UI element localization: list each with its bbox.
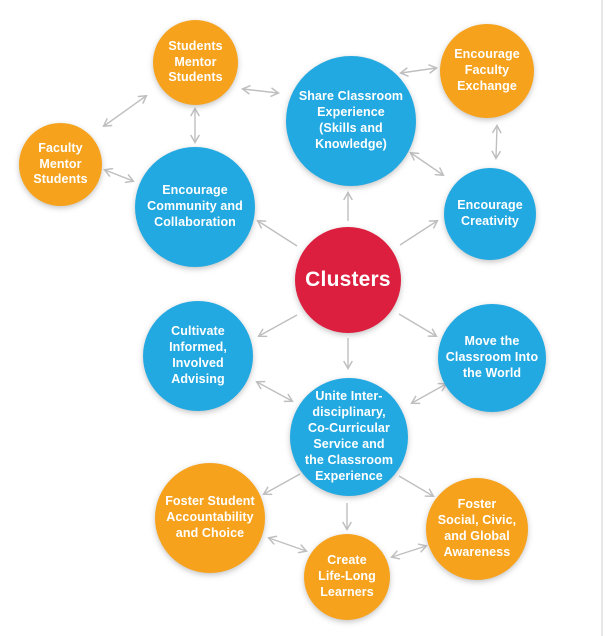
node-label: Encourage Creativity	[457, 198, 523, 228]
node-encourage-creativity: Encourage Creativity	[444, 168, 536, 260]
arrow-clusters-creativity	[399, 221, 437, 246]
node-encourage-community-and-collaboration: Encourage Community and Collaboration	[135, 147, 255, 267]
node-label: Faculty Mentor Students	[33, 140, 88, 187]
node-foster-student-accountability-and-choice: Foster Student Accountability and Choice	[155, 463, 265, 573]
node-students-mentor-students: Students Mentor Students	[153, 20, 238, 105]
arrow-share-creativity	[411, 153, 443, 175]
arrow-create-foster-social	[392, 546, 426, 557]
node-clusters-center: Clusters	[295, 227, 401, 333]
node-faculty-mentor-students: Faculty Mentor Students	[19, 123, 102, 206]
arrow-cultivate-unite	[257, 382, 292, 401]
node-encourage-faculty-exchange: Encourage Faculty Exchange	[440, 24, 534, 118]
arrow-unite-foster-social	[398, 475, 433, 496]
arrow-clusters-community	[258, 221, 298, 247]
node-label: Foster Social, Civic, and Global Awarene…	[437, 497, 517, 559]
arrow-share-faculty-exchange	[401, 68, 436, 73]
node-label: Create Life-Long Learners	[318, 553, 376, 599]
arrow-foster-student-create	[269, 538, 306, 551]
node-cultivate-informed-involved-advising: Cultivate Informed, Involved Advising	[143, 301, 253, 411]
arrow-unite-foster-student	[264, 473, 301, 494]
arrow-faculty-mentor-students-mentor	[104, 96, 146, 126]
node-label: Share Classroom Experience (Skills and K…	[298, 89, 404, 151]
arrow-unite-move	[412, 384, 446, 403]
node-foster-social-civic-and-global-awareness: Foster Social, Civic, and Global Awarene…	[426, 478, 528, 580]
node-label: Clusters	[305, 267, 391, 291]
node-label: Encourage Community and Collaboration	[147, 183, 243, 229]
node-create-life-long-learners: Create Life-Long Learners	[304, 534, 390, 620]
arrow-students-mentor-share	[243, 89, 278, 93]
node-unite-interdisciplinary-co-curricular: Unite Inter- disciplinary, Co-Curricular…	[290, 378, 408, 496]
node-move-the-classroom-into-the-world: Move the Classroom Into the World	[438, 304, 546, 412]
node-label: Unite Inter- disciplinary, Co-Curricular…	[304, 389, 394, 483]
arrow-clusters-move	[398, 313, 436, 336]
arrow-clusters-cultivate	[259, 314, 298, 336]
node-label: Cultivate Informed, Involved Advising	[169, 324, 227, 386]
right-edge-divider	[601, 0, 603, 636]
arrow-faculty-exchange-creativity	[496, 126, 497, 158]
node-label: Students Mentor Students	[168, 38, 223, 85]
node-share-classroom-experience: Share Classroom Experience (Skills and K…	[286, 56, 416, 186]
node-label: Move the Classroom Into the World	[445, 334, 539, 380]
node-label: Encourage Faculty Exchange	[454, 47, 520, 93]
arrow-faculty-mentor-community	[105, 170, 133, 181]
node-label: Foster Student Accountability and Choice	[165, 494, 255, 540]
